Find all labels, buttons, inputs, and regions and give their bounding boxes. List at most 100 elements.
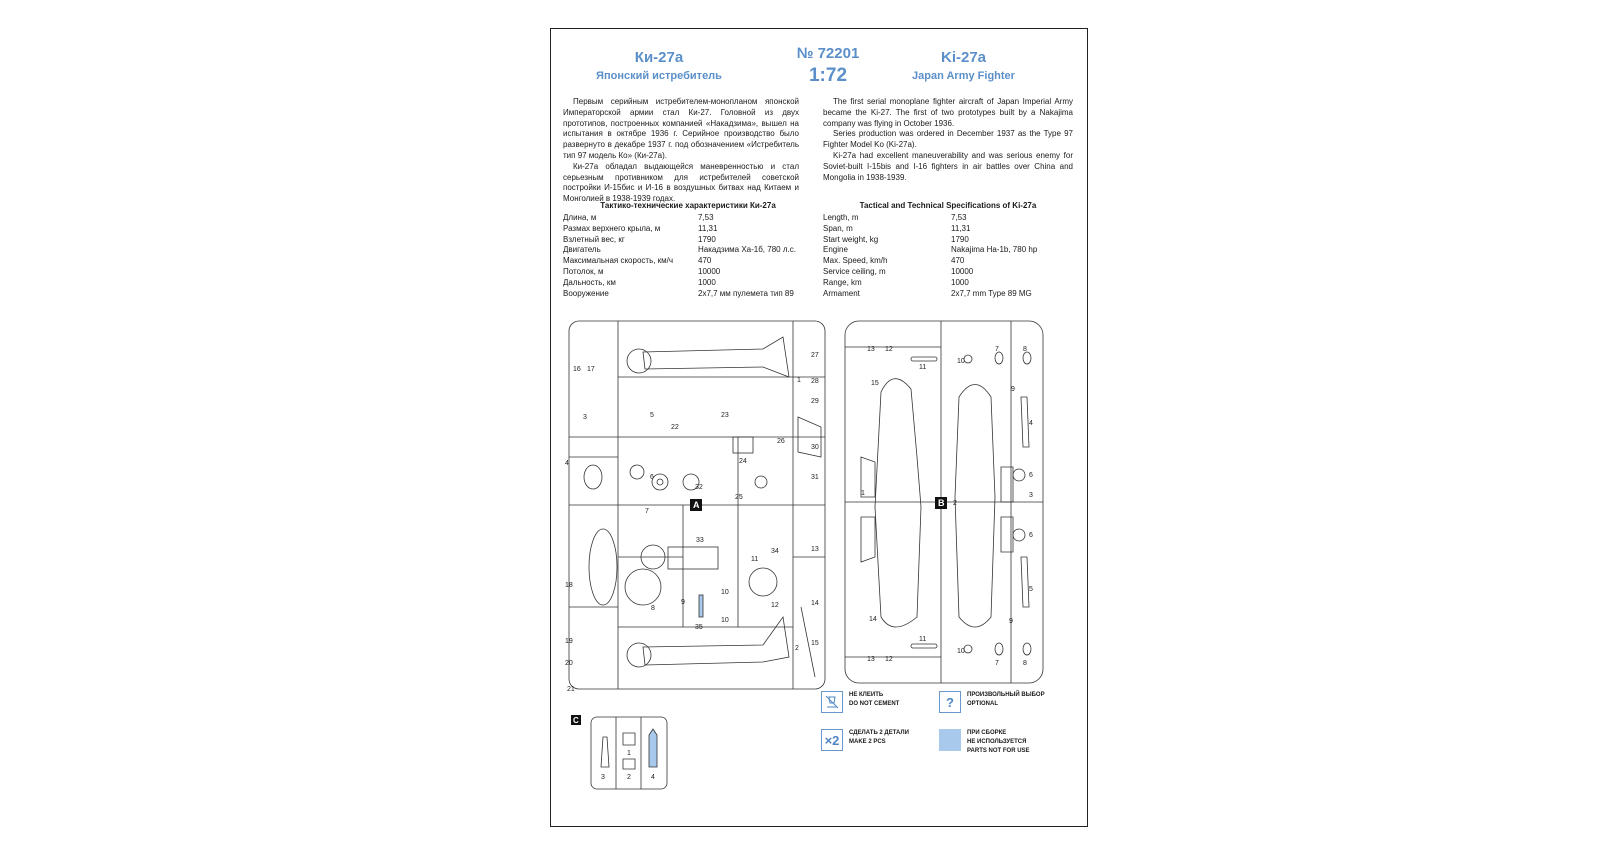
spec-row: Length, m 7,53: [823, 213, 1073, 224]
part-number: 3: [1029, 492, 1033, 499]
part-number: 10: [957, 648, 965, 655]
spec-value: 11,31: [951, 223, 971, 233]
canopy-part: [600, 736, 610, 768]
legend-optional: ? ПРОИЗВОЛЬНЫЙ ВЫБОР OPTIONAL: [939, 691, 1045, 713]
part-7: [994, 642, 1004, 656]
canopy-part-highlight: [648, 728, 658, 768]
spec-value: 470: [698, 256, 712, 266]
spec-value: 1000: [951, 277, 969, 287]
spec-label: Start weight, kg: [823, 234, 879, 244]
fuselage-left-half: [642, 336, 790, 378]
sprue-b-label: B: [938, 498, 945, 508]
part-number: 4: [1029, 420, 1033, 427]
part-number: 5: [1029, 586, 1033, 593]
part-number: 4: [651, 774, 655, 781]
spec-label: Двигатель: [563, 245, 601, 255]
rudder-part: [797, 416, 822, 458]
part-number: 11: [751, 556, 758, 563]
part-number: 32: [695, 484, 703, 491]
part-number: 4: [565, 460, 569, 467]
part-number: 21: [567, 686, 575, 693]
ru-description: Первым серийным истребителем-монопланом …: [563, 97, 799, 205]
tail-part: [588, 528, 618, 606]
part-5: [1020, 556, 1030, 608]
part-number: 16: [573, 366, 581, 373]
part-number: 22: [671, 424, 679, 431]
spec-value: 11,31: [698, 223, 718, 233]
part-number: 8: [1023, 346, 1027, 353]
wing-lower-half: [874, 378, 922, 628]
ru-paragraph-2: Ки-27а обладал выдающейся маневренностью…: [563, 161, 799, 204]
legend-en: OPTIONAL: [967, 701, 998, 707]
spec-label: Length, m: [823, 213, 859, 222]
multiply-two-icon: ×2: [821, 729, 843, 751]
spec-value: 10000: [951, 266, 974, 276]
cowling-part: [626, 348, 652, 374]
spec-value: 1790: [698, 234, 716, 244]
part-number: 10: [721, 617, 729, 624]
spec-label: Дальность, км: [563, 277, 616, 287]
part-number: 27: [811, 352, 819, 359]
en-description: The first serial monoplane fighter aircr…: [823, 97, 1073, 183]
part-11: [910, 356, 938, 362]
cowling-part: [626, 642, 652, 668]
part-number: 12: [771, 602, 779, 609]
fuselage-right-half: [642, 615, 790, 666]
spec-value: 10000: [698, 266, 721, 276]
part-number: 6: [1029, 472, 1033, 479]
canopy-part: [622, 758, 636, 770]
part-10: [963, 354, 973, 364]
kit-number: № 72201: [796, 45, 860, 62]
spec-value: 2x7,7 mm Type 89 MG: [951, 288, 1032, 298]
part-number: 35: [695, 624, 703, 631]
legend-ru: ПРОИЗВОЛЬНЫЙ ВЫБОР: [967, 692, 1045, 698]
aileron-part: [1000, 516, 1014, 553]
floor-part: [667, 546, 719, 570]
part-number: 25: [735, 494, 743, 501]
sprue-b-diagram: 1 2 3 4 5 6 6 7 7 8 8 9 9 10 10 11 11 12…: [844, 320, 1044, 684]
part-number: 11: [919, 636, 926, 643]
part-35: [698, 594, 704, 618]
spec-value: 470: [951, 256, 965, 266]
en-paragraph-1: The first serial monoplane fighter aircr…: [823, 97, 1073, 128]
no-cement-icon: [821, 691, 843, 713]
spec-label: Armament: [823, 288, 860, 298]
legend-text: ПРИ СБОРКЕ НЕ ИСПОЛЬЗУЕТСЯ PARTS NOT FOR…: [967, 729, 1030, 756]
spec-value: 7,53: [698, 213, 714, 222]
engine-part: [748, 567, 778, 597]
unused-part-swatch-icon: [939, 729, 961, 751]
wheel-part: [656, 478, 664, 486]
spec-label: Range, km: [823, 277, 862, 287]
part-number: 9: [1009, 618, 1013, 625]
part-number: 6: [1029, 532, 1033, 539]
part-number: 33: [696, 537, 704, 544]
spec-value: 7,53: [951, 213, 967, 222]
part-number: 30: [811, 444, 819, 451]
spec-label: Вооружение: [563, 288, 609, 298]
sprue-c-label-box: [571, 715, 581, 725]
part-number: 5: [650, 412, 654, 419]
part-number: 11: [919, 364, 926, 371]
legend-text: НЕ КЛЕИТЬ DO NOT CEMENT: [849, 691, 899, 709]
part-number: 26: [777, 438, 785, 445]
en-paragraph-2: Series production was ordered in Decembe…: [823, 129, 1073, 150]
part-10: [963, 644, 973, 654]
question-mark-icon: ?: [939, 691, 961, 713]
part-6: [1012, 468, 1026, 482]
legend-text: СДЕЛАТЬ 2 ДЕТАЛИ MAKE 2 PCS: [849, 729, 909, 747]
ru-specs-title: Тактико-технические характеристики Ки-27…: [600, 201, 776, 210]
ru-paragraph-1: Первым серийным истребителем-монопланом …: [563, 97, 799, 160]
spec-label: Engine: [823, 245, 848, 255]
spinner-part: [629, 464, 645, 480]
wheel-spat: [583, 464, 603, 490]
